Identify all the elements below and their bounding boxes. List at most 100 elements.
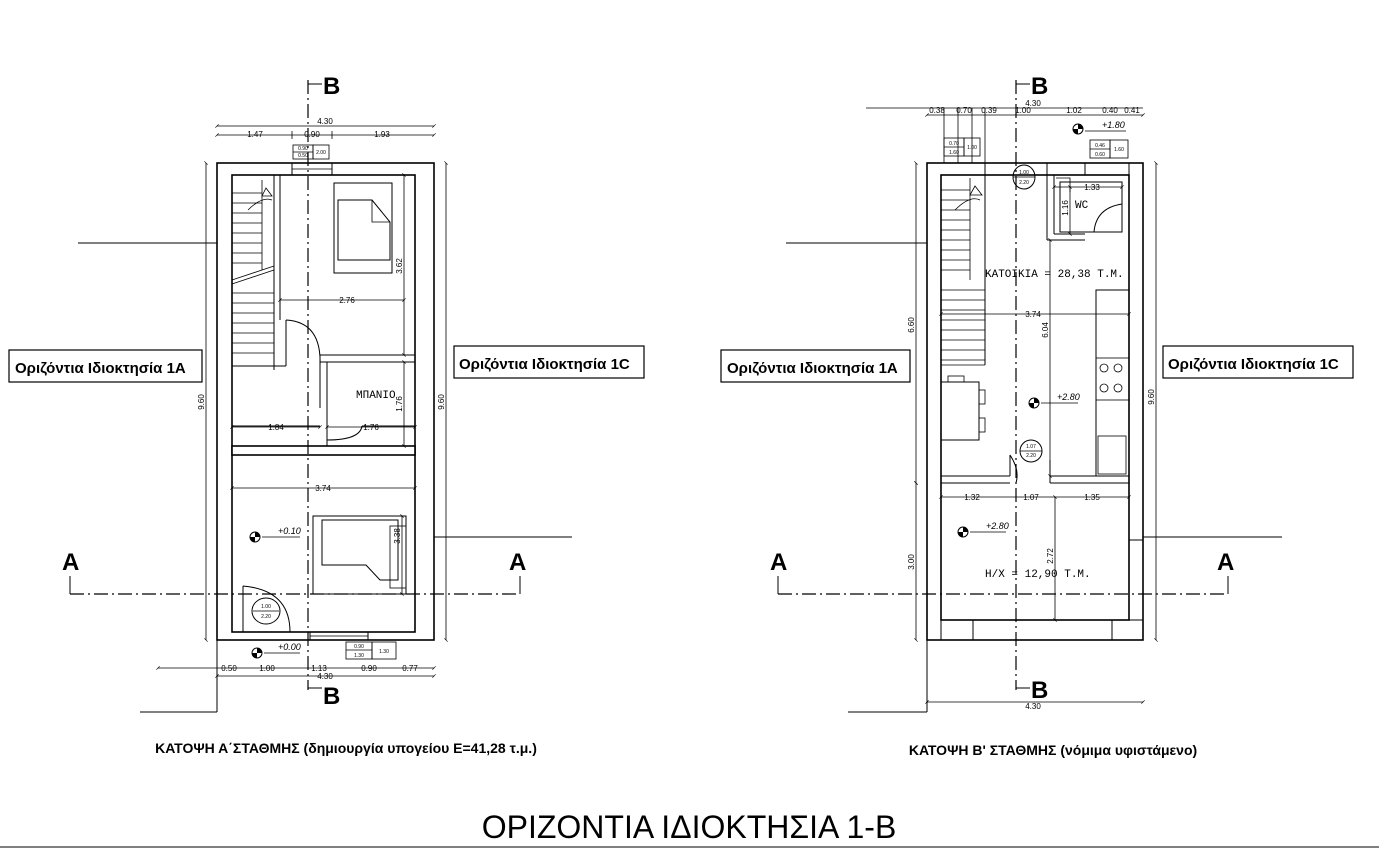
dim-label: 0.90 xyxy=(361,664,377,673)
elevation-label: +0.10 xyxy=(278,526,301,536)
plan-a-window-tag-bottom: 0.90 1.30 1.30 xyxy=(345,641,397,660)
plan-b-table xyxy=(940,375,986,441)
dim-label: 1.13 xyxy=(311,664,327,673)
neighbor-label-right-a: Οριζόντια Ιδιοκτησία 1C xyxy=(453,345,645,379)
plan-b-door-tag-1: 1.00 2.20 xyxy=(1012,164,1036,190)
dim-label: 1.93 xyxy=(374,130,390,139)
plan-a-window-tag-top: 0.90 0.50 2.00 xyxy=(292,144,330,160)
neighbor-label-left-b: Οριζόντια Ιδιοκτησία 1Α xyxy=(720,349,911,383)
plan-a-dimensions xyxy=(156,124,448,678)
plan-a-bed-upper xyxy=(333,182,393,274)
tag-value: 1.00 xyxy=(261,604,271,610)
dim-label: 3.74 xyxy=(1025,310,1041,319)
plan-b-elevation-low: +2.80 xyxy=(957,521,1009,538)
section-label-b-bottom: B xyxy=(323,683,340,710)
tag-value: 0.60 xyxy=(1095,152,1105,158)
tag-value: 2.00 xyxy=(316,150,326,156)
dim-label: 4.30 xyxy=(1025,99,1041,108)
dim-label: 1.84 xyxy=(268,423,284,432)
dim-label: 4.30 xyxy=(1025,702,1041,711)
plan-b-dimensions xyxy=(866,107,1158,704)
dim-label: 3.74 xyxy=(315,484,331,493)
dim-label: 9.60 xyxy=(437,394,446,410)
dim-label: 1.47 xyxy=(247,130,263,139)
room-label-hx: Η/Χ = 12,90 Τ.Μ. xyxy=(985,569,1091,581)
plan-b-kitchen xyxy=(1095,289,1130,477)
section-label-b-top: B xyxy=(1031,73,1048,100)
dim-label: 3.62 xyxy=(395,258,404,274)
tag-value: 1.00 xyxy=(967,145,977,151)
room-label-house: ΚΑΤΟΙΚΙΑ = 28,38 Τ.Μ. xyxy=(985,269,1124,281)
plan-b-elevation-mid: +2.80 xyxy=(1028,392,1080,409)
dim-label: 1.32 xyxy=(964,493,980,502)
tag-value: 0.90 xyxy=(354,644,364,650)
elevation-label: +1.80 xyxy=(1102,120,1125,130)
room-label-wc: WC xyxy=(1075,200,1089,212)
dim-label: 0.40 xyxy=(1102,106,1118,115)
sheet-title: ΟΡΙΖΟΝΤΙΑ ΙΔΙΟΚΤΗΣΙΑ 1-Β xyxy=(482,809,897,845)
dim-label: 4.30 xyxy=(317,672,333,681)
dim-label: 0.38 xyxy=(929,106,945,115)
neighbor-label-text: Οριζόντια Ιδιοκτησία 1C xyxy=(1168,356,1339,373)
dim-label: 2.72 xyxy=(1046,548,1055,564)
dim-label: 0.50 xyxy=(221,664,237,673)
dim-label: 6.60 xyxy=(907,317,916,333)
dim-label: 0.77 xyxy=(402,664,418,673)
plan-b-window-tag-2: 0.46 0.60 1.60 xyxy=(1089,139,1129,159)
tag-value: 0.70 xyxy=(949,141,959,147)
plan-a-windows xyxy=(291,162,369,641)
dim-label: 1.07 xyxy=(1023,493,1039,502)
dim-label: 3.00 xyxy=(907,554,916,570)
tag-value: 2.20 xyxy=(261,614,271,620)
tag-value: 1.30 xyxy=(354,653,364,659)
plan-b-dim-labels: 4.30 0.38 0.70 0.39 1.00 1.02 0.40 0.41 … xyxy=(907,99,1156,711)
plan-a-elevation-mark-2: +0.00 xyxy=(251,642,301,659)
elevation-label: +2.80 xyxy=(986,521,1009,531)
neighbor-label-right-b: Οριζόντια Ιδιοκτησία 1C xyxy=(1162,345,1354,379)
dim-label: 2.76 xyxy=(339,296,355,305)
plan-b: 4.30 0.38 0.70 0.39 1.00 1.02 0.40 0.41 … xyxy=(720,73,1354,758)
dim-label: 3.38 xyxy=(393,528,402,544)
dim-label: 6.04 xyxy=(1041,322,1050,338)
dim-label: 1.33 xyxy=(1084,183,1100,192)
tag-value: 1.07 xyxy=(1026,444,1036,450)
tag-value: 1.30 xyxy=(379,649,389,655)
elevation-label: +0.00 xyxy=(278,642,301,652)
plan-a-elevation-mark-1: +0.10 xyxy=(249,526,301,543)
dim-label: 1.00 xyxy=(259,664,275,673)
plan-a-caption: ΚΑΤΟΨΗ Α΄ΣΤΑΘΜΗΣ (δημιουργία υπογείου Ε=… xyxy=(155,740,537,756)
plan-a-dim-labels: 4.30 1.47 0.90 1.93 9.60 9.60 3.62 2.76 … xyxy=(197,117,446,681)
section-label-b-top: B xyxy=(323,73,340,100)
section-label-a-right: A xyxy=(509,549,526,576)
dim-label: 1.02 xyxy=(1066,106,1082,115)
plan-b-door-tag-2: 1.07 2.20 xyxy=(1019,439,1043,463)
tag-value: 0.90 xyxy=(298,146,308,152)
section-label-a-right: A xyxy=(1217,549,1234,576)
neighbor-label-left-a: Οριζόντια Ιδιοκτησία 1Α xyxy=(8,349,203,383)
section-label-b-bottom: B xyxy=(1031,677,1048,704)
tag-value: 1.60 xyxy=(1114,147,1124,153)
dim-label: 9.60 xyxy=(1147,389,1156,405)
plan-b-stairs xyxy=(941,178,985,366)
section-label-a-left: A xyxy=(62,549,79,576)
dim-label: 0.41 xyxy=(1124,106,1140,115)
dim-label: 1.35 xyxy=(1084,493,1100,502)
dim-label: 4.30 xyxy=(317,117,333,126)
dim-label: 1.76 xyxy=(363,423,379,432)
tag-value: 2.20 xyxy=(1026,453,1036,459)
plan-b-caption: ΚΑΤΟΨΗ Β' ΣΤΑΘΜΗΣ (νόμιμα υφιστάμενο) xyxy=(909,742,1197,758)
elevation-label: +2.80 xyxy=(1057,392,1080,402)
dim-label: 9.60 xyxy=(197,394,206,410)
plan-a-doors xyxy=(242,319,363,633)
tag-value: 0.46 xyxy=(1095,143,1105,149)
plan-a-door-tag: 1.00 2.20 xyxy=(251,597,281,625)
plan-b-elevation-top: +1.80 xyxy=(1072,120,1126,135)
tag-value: 0.50 xyxy=(298,153,308,159)
neighbor-label-text: Οριζόντια Ιδιοκτησία 1Α xyxy=(727,360,898,377)
dim-label: 1.16 xyxy=(1061,200,1070,216)
dim-label: 0.90 xyxy=(304,130,320,139)
dim-label: 1.00 xyxy=(1015,106,1031,115)
plan-a-walls xyxy=(216,162,435,641)
tag-value: 1.00 xyxy=(1019,170,1029,176)
